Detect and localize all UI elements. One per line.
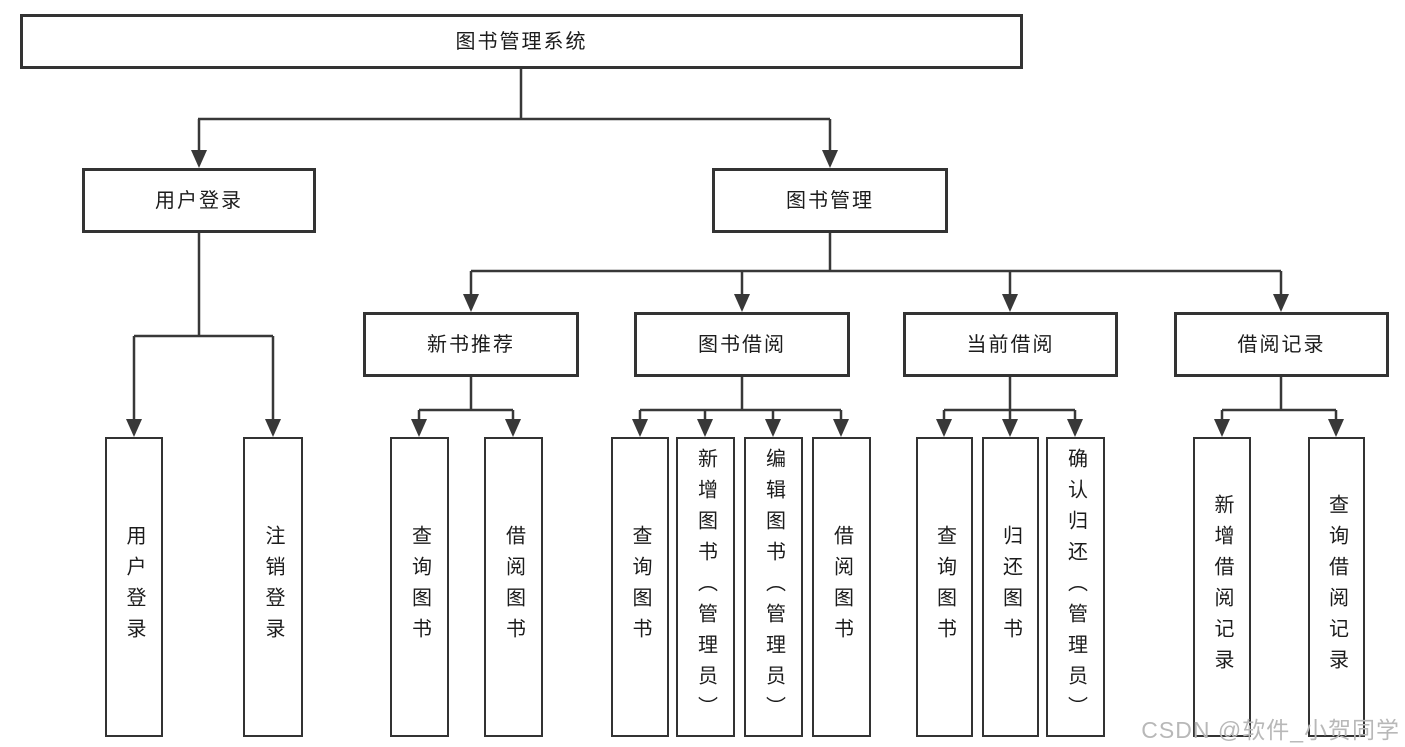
node-label: 确认归还（管理员） <box>1064 447 1087 727</box>
node-user-login: 用户登录 <box>82 168 316 233</box>
node-book-borrow: 图书借阅 <box>634 312 850 377</box>
leaf-user-login: 用户登录 <box>105 437 163 737</box>
leaf-query-books-borrow: 查询图书 <box>611 437 669 737</box>
connector-new-book-rec-branch <box>417 377 515 421</box>
node-label: 用户登录 <box>123 525 145 649</box>
node-label: 新书推荐 <box>427 333 515 356</box>
leaf-borrow-books-rec: 借阅图书 <box>484 437 543 737</box>
leaf-query-books-rec: 查询图书 <box>390 437 449 737</box>
connector-book-mgmt-branch <box>469 233 1283 296</box>
node-label: 当前借阅 <box>966 333 1055 356</box>
node-label: 用户登录 <box>155 189 243 212</box>
node-label: 新增借阅记录 <box>1211 494 1233 680</box>
node-label: 编辑图书（管理员） <box>762 447 785 727</box>
node-new-book-rec: 新书推荐 <box>363 312 579 377</box>
connector-root-to-level2 <box>197 69 832 152</box>
leaf-return-books: 归还图书 <box>982 437 1039 737</box>
node-label: 图书管理 <box>786 189 874 212</box>
connector-book-borrow-branch <box>638 377 843 421</box>
csdn-watermark: CSDN @软件_小贺同学 <box>1141 717 1400 743</box>
leaf-borrow-books: 借阅图书 <box>812 437 871 737</box>
node-label: 图书管理系统 <box>455 30 588 53</box>
node-label: 查询图书 <box>933 525 956 649</box>
node-library-system: 图书管理系统 <box>20 14 1023 69</box>
node-current-borrow: 当前借阅 <box>903 312 1118 377</box>
connector-borrow-records-branch <box>1220 377 1338 421</box>
node-label: 借阅记录 <box>1237 333 1326 356</box>
node-label: 图书借阅 <box>698 333 786 356</box>
leaf-logout: 注销登录 <box>243 437 303 737</box>
node-label: 查询图书 <box>408 525 431 649</box>
leaf-confirm-return-admin: 确认归还（管理员） <box>1046 437 1105 737</box>
leaf-add-borrow-record: 新增借阅记录 <box>1193 437 1251 737</box>
leaf-query-borrow-record: 查询借阅记录 <box>1308 437 1365 737</box>
node-label: 注销登录 <box>262 525 284 649</box>
node-borrow-records: 借阅记录 <box>1174 312 1389 377</box>
node-label: 新增图书（管理员） <box>694 447 717 727</box>
node-label: 归还图书 <box>999 525 1022 649</box>
connector-user-login-branch <box>132 233 275 421</box>
node-label: 借阅图书 <box>502 525 525 649</box>
arrowheads <box>126 150 1344 437</box>
leaf-add-book-admin: 新增图书（管理员） <box>676 437 735 737</box>
node-label: 查询借阅记录 <box>1325 494 1348 680</box>
node-book-mgmt: 图书管理 <box>712 168 948 233</box>
connector-current-borrow-branch <box>942 377 1077 421</box>
leaf-edit-book-admin: 编辑图书（管理员） <box>744 437 803 737</box>
leaf-query-books-current: 查询图书 <box>916 437 973 737</box>
node-label: 借阅图书 <box>830 525 853 649</box>
node-label: 查询图书 <box>629 525 651 649</box>
